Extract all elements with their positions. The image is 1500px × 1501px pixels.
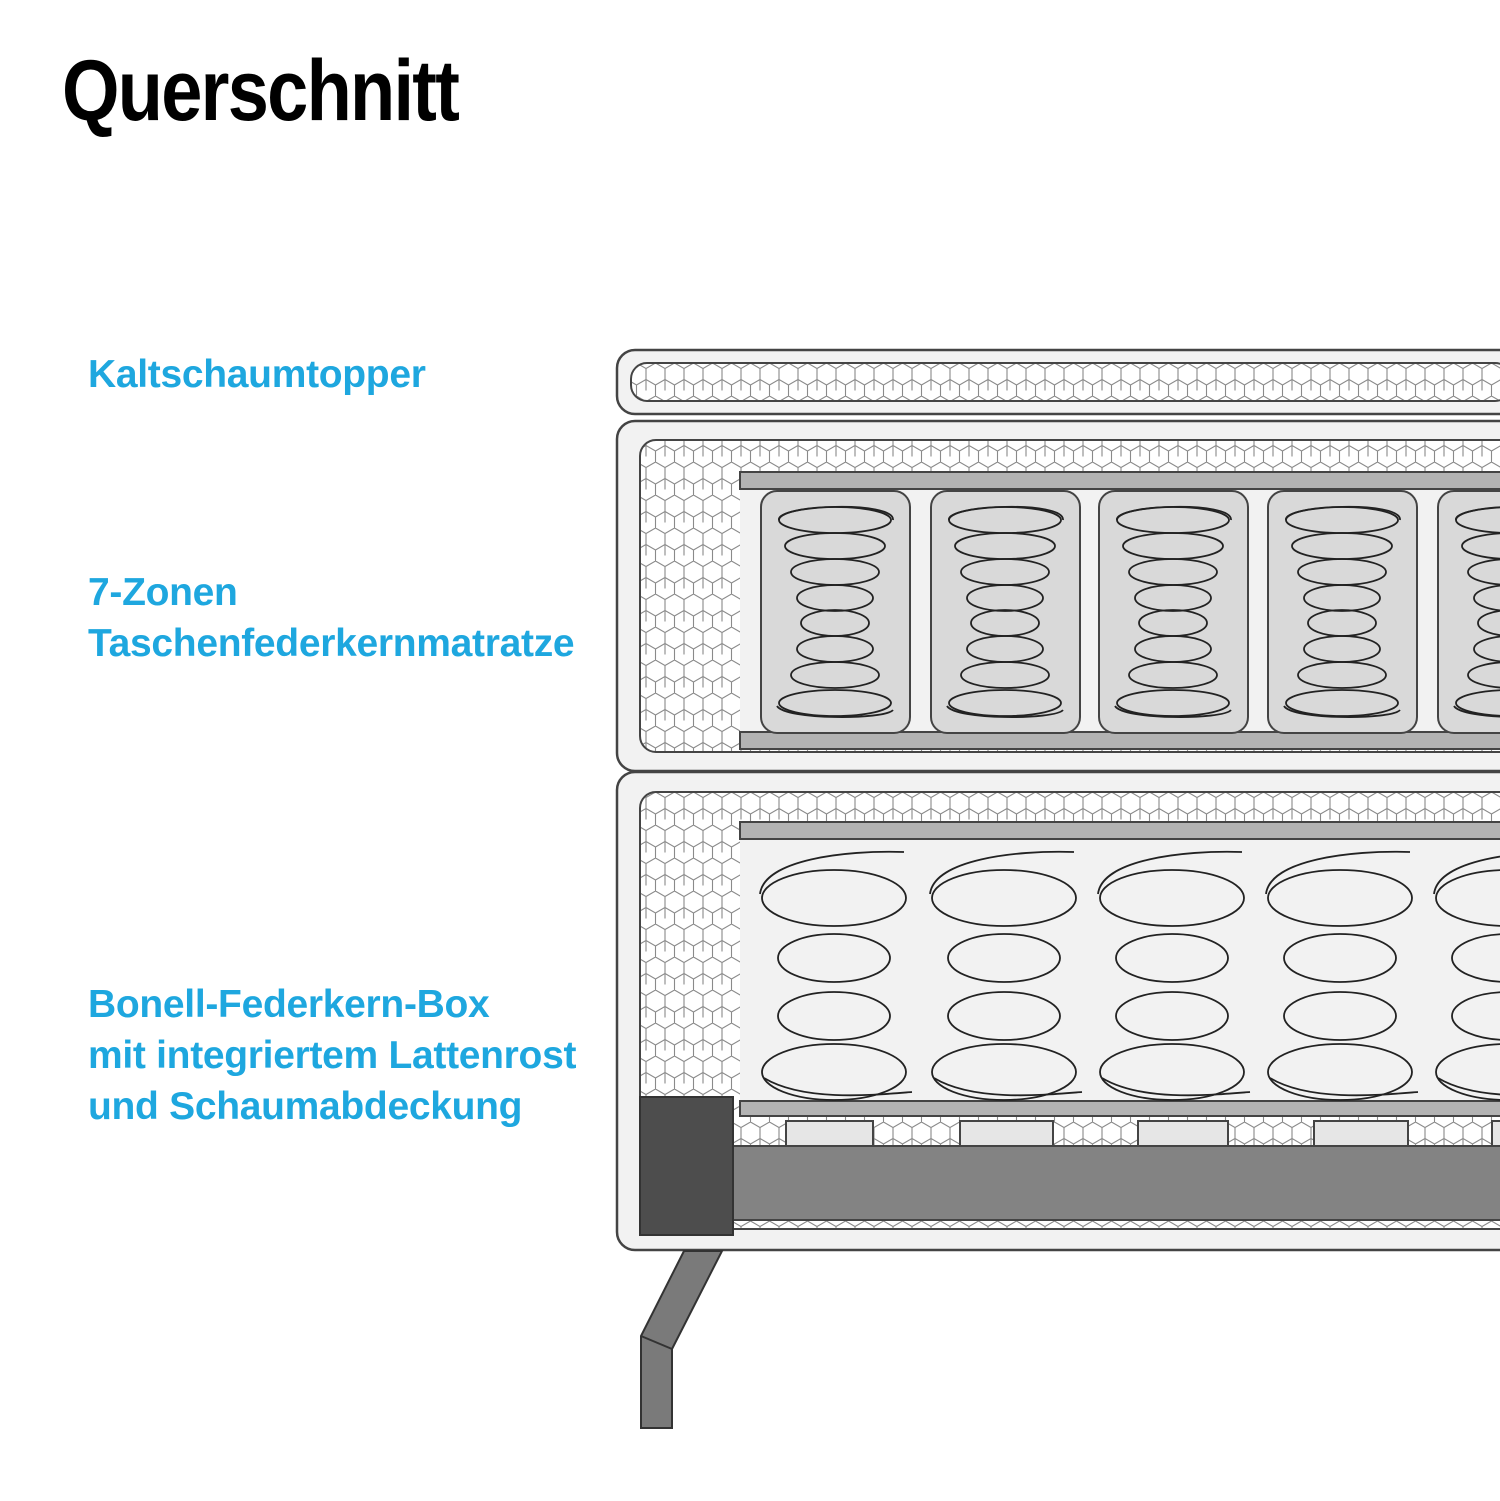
- spring-coil: [1285, 689, 1399, 717]
- spring-coil: [790, 661, 880, 689]
- mattress-layer: [615, 419, 1500, 773]
- bonell-spring: [1097, 850, 1251, 1101]
- box-top-board: [739, 821, 1500, 840]
- slat: [1313, 1120, 1409, 1148]
- spring-coil: [1467, 661, 1500, 689]
- box-corner-post: [639, 1096, 734, 1236]
- bed-leg-shape: [640, 1250, 724, 1429]
- pocket-spring: [930, 490, 1081, 734]
- spring-coil: [1435, 869, 1500, 927]
- spring-coil: [1435, 1043, 1500, 1101]
- bonell-spring: [1265, 850, 1419, 1101]
- spring-coil: [1116, 689, 1230, 717]
- label-mattress-line1: 7-Zonen: [88, 571, 238, 614]
- bed-leg-edge: [640, 1335, 673, 1350]
- spring-coil: [778, 689, 892, 717]
- spring-coil: [777, 933, 891, 983]
- spring-coil: [947, 991, 1061, 1041]
- pocket-spring: [1098, 490, 1249, 734]
- spring-coil: [947, 933, 1061, 983]
- label-mattress-line2: Taschenfederkernmatratze: [88, 622, 575, 665]
- spring-coil: [960, 661, 1050, 689]
- page-title: Querschnitt: [62, 43, 460, 139]
- spring-coil: [1477, 609, 1500, 637]
- slat: [1137, 1120, 1229, 1148]
- spring-coil: [1267, 1043, 1413, 1101]
- box-bottom-board: [739, 1100, 1500, 1117]
- spring-coil: [948, 689, 1062, 717]
- spring-coil: [931, 1043, 1077, 1101]
- bonell-spring: [929, 850, 1083, 1101]
- spring-coil: [1115, 991, 1229, 1041]
- label-topper-text: Kaltschaumtopper: [88, 353, 426, 396]
- slatted-frame: [785, 1120, 1500, 1148]
- spring-coil: [931, 869, 1077, 927]
- spring-coil: [761, 1043, 907, 1101]
- spring-coil: [1283, 991, 1397, 1041]
- spring-coil: [1455, 689, 1500, 717]
- slat: [785, 1120, 874, 1148]
- spring-coil: [1115, 933, 1229, 983]
- bonell-springs: [759, 850, 1500, 1101]
- spring-coil: [1099, 1043, 1245, 1101]
- topper-foam: [630, 362, 1500, 402]
- bonell-spring: [759, 850, 913, 1101]
- spring-coil: [761, 869, 907, 927]
- slat: [1491, 1120, 1500, 1148]
- label-mattress: 7-Zonen Taschenfederkernmatratze: [88, 567, 575, 669]
- spring-coil: [1283, 933, 1397, 983]
- bed-leg: [640, 1250, 724, 1429]
- spring-coil: [1099, 869, 1245, 927]
- spring-coil: [1128, 661, 1218, 689]
- label-topper: Kaltschaumtopper: [88, 349, 426, 400]
- spring-coil: [1473, 635, 1500, 663]
- spring-coil: [1134, 584, 1212, 612]
- mattress-top-board: [739, 471, 1500, 490]
- spring-coil: [1303, 584, 1381, 612]
- pocket-spring: [760, 490, 911, 734]
- label-box: Bonell-Federkern-Box mit integriertem La…: [88, 979, 576, 1132]
- pocket-springs: [760, 490, 1500, 734]
- topper-layer: [615, 348, 1500, 416]
- slat: [959, 1120, 1054, 1148]
- spring-coil: [1297, 661, 1387, 689]
- spring-coil: [1267, 869, 1413, 927]
- box-spring-compartment: [740, 822, 1500, 1116]
- spring-coil: [966, 584, 1044, 612]
- spring-coil: [1451, 991, 1500, 1041]
- spring-coil: [1461, 532, 1500, 560]
- pocket-spring: [1267, 490, 1418, 734]
- spring-coil: [1467, 558, 1500, 586]
- spring-coil: [1451, 933, 1500, 983]
- label-box-line3: und Schaumabdeckung: [88, 1085, 523, 1128]
- bonell-spring: [1433, 855, 1500, 1101]
- label-box-line2: mit integriertem Lattenrost: [88, 1034, 577, 1077]
- spring-coil: [796, 584, 874, 612]
- mattress-bottom-board: [739, 731, 1500, 750]
- box-spring-layer: [615, 770, 1500, 1252]
- box-base-board: [730, 1145, 1500, 1221]
- spring-coil: [777, 991, 891, 1041]
- label-box-line1: Bonell-Federkern-Box: [88, 983, 490, 1026]
- pocket-spring: [1437, 490, 1500, 734]
- spring-coil: [1473, 584, 1500, 612]
